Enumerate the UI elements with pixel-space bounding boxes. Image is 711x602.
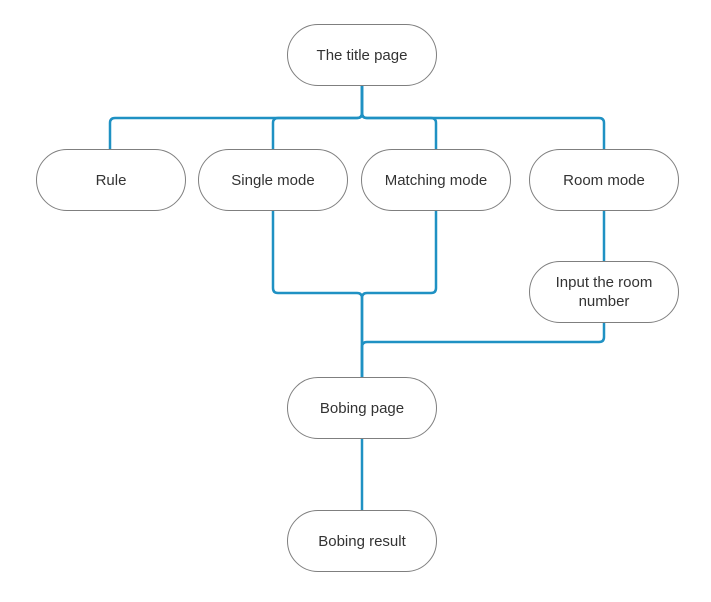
node-matching-mode-label: Matching mode xyxy=(384,171,488,189)
node-input-room-number: Input the room number xyxy=(529,261,679,323)
connector-title-to-single xyxy=(271,85,364,150)
node-bobing-page-label: Bobing page xyxy=(319,399,405,417)
node-bobing-page: Bobing page xyxy=(287,377,437,439)
node-room-mode-label: Room mode xyxy=(563,171,645,189)
connector-input-to-bobing xyxy=(360,322,606,378)
node-title-page: The title page xyxy=(287,24,437,86)
node-room-mode: Room mode xyxy=(529,149,679,211)
node-bobing-result: Bobing result xyxy=(287,510,437,572)
node-input-room-number-label: Input the room number xyxy=(555,274,653,310)
node-title-page-label: The title page xyxy=(316,46,408,64)
connector-single-to-bobing xyxy=(271,210,364,378)
node-bobing-result-label: Bobing result xyxy=(318,532,406,550)
node-single-mode: Single mode xyxy=(198,149,348,211)
node-single-mode-label: Single mode xyxy=(231,171,315,189)
node-rule-label: Rule xyxy=(95,171,127,189)
connector-title-to-room xyxy=(360,85,606,150)
connector-matching-to-bobing xyxy=(360,210,438,378)
node-rule: Rule xyxy=(36,149,186,211)
node-matching-mode: Matching mode xyxy=(361,149,511,211)
